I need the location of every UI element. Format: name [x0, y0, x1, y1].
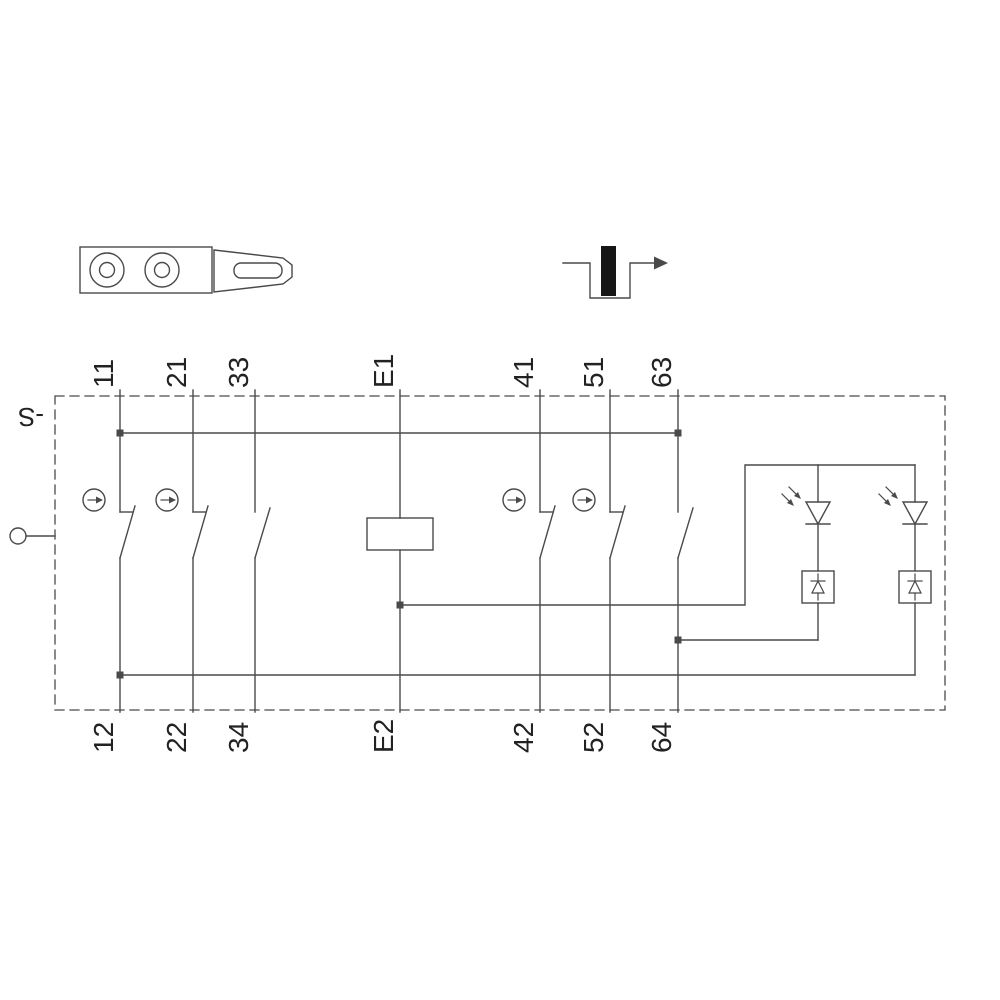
junction-dot	[674, 636, 682, 644]
led-light-arrows-icon	[781, 486, 801, 506]
actuator-key-drawing	[79, 246, 293, 294]
terminal-label-top-11: 11	[88, 359, 119, 388]
contact-blade	[254, 507, 271, 559]
led-diode-triangle	[804, 501, 832, 526]
contact-41-42	[502, 389, 556, 713]
plunger-actuator-icon	[9, 527, 56, 545]
actuator-body	[79, 246, 213, 294]
actuator-tab	[213, 249, 293, 293]
diode-block-icon	[801, 570, 835, 604]
terminal-label-top-51: 51	[578, 357, 609, 388]
terminal-label-bottom-34: 34	[223, 722, 254, 753]
terminal-label-bottom-22: 22	[161, 722, 192, 753]
terminal-label-bottom-e2: E2	[368, 719, 399, 753]
diode-block-icon	[898, 570, 932, 604]
terminal-label-top-21: 21	[161, 357, 192, 388]
component-boundary	[54, 395, 946, 711]
internal-wiring	[116, 429, 916, 679]
positive-opening-icon	[82, 488, 106, 512]
actuator-hole-inner-left	[98, 261, 116, 279]
plunger-head	[9, 527, 27, 545]
actuation-direction-symbol	[562, 246, 668, 299]
contact-11-12	[82, 389, 136, 713]
contact-blade	[192, 505, 209, 559]
positive-opening-icon	[572, 488, 596, 512]
actuator-hole-outer-left	[89, 252, 125, 288]
solenoid-coil-e1-e2	[366, 389, 434, 713]
actuator-hole-inner-right	[153, 261, 171, 279]
component-reference-label: -S	[18, 402, 44, 432]
positive-opening-icon	[502, 488, 526, 512]
contact-51-52	[572, 389, 626, 713]
direction-arrow-icon	[654, 256, 668, 270]
coil-rect	[366, 517, 434, 551]
contact-blade	[119, 505, 136, 559]
positive-opening-icon	[155, 488, 179, 512]
actuator-bar-icon	[601, 246, 616, 296]
terminal-label-top-63: 63	[646, 357, 677, 388]
led-indicator-1	[781, 464, 835, 641]
led-indicator-2	[878, 464, 932, 676]
terminal-label-top-e1: E1	[368, 354, 399, 388]
contact-blade	[539, 505, 556, 559]
actuator-tab-slot	[233, 262, 283, 279]
terminal-label-bottom-42: 42	[508, 722, 539, 753]
terminal-label-top-33: 33	[223, 357, 254, 388]
contact-blade	[609, 505, 626, 559]
terminal-label-bottom-12: 12	[88, 722, 119, 753]
terminal-label-top-41: 41	[508, 357, 539, 388]
led-supply-wire	[399, 464, 916, 606]
terminal-label-bottom-52: 52	[578, 722, 609, 753]
contact-blade	[677, 507, 694, 559]
led-diode-triangle	[901, 501, 929, 526]
junction-dot	[674, 429, 682, 437]
contact-33-34	[254, 389, 271, 713]
terminal-label-bottom-64: 64	[646, 722, 677, 753]
contact-63-64	[677, 389, 694, 713]
junction-dot	[116, 671, 124, 679]
junction-dot	[396, 601, 404, 609]
insertion-channel	[562, 262, 657, 299]
contact-21-22	[155, 389, 209, 713]
junction-dot	[116, 429, 124, 437]
actuator-hole-outer-right	[144, 252, 180, 288]
led-light-arrows-icon	[878, 486, 898, 506]
